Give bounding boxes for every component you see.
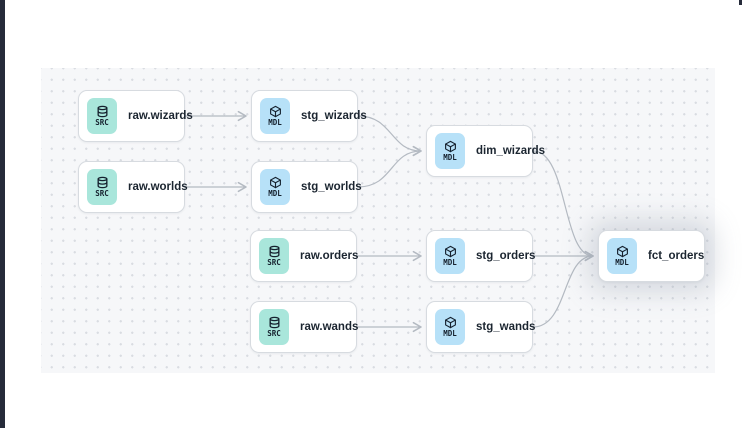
node-label: stg_worlds [301,181,362,193]
node-raw_orders[interactable]: SRC raw.orders [250,230,359,282]
window-left-edge [0,0,5,428]
edge-stg_wizards-to-dim_wizards [357,115,422,157]
badge-label: SRC [267,329,281,339]
badge-label: SRC [95,189,109,199]
cube-icon [269,176,282,189]
badge-label: MDL [443,329,457,339]
cube-icon [444,245,457,258]
edges-layer [185,110,594,333]
mdl-badge: MDL [260,98,290,134]
src-badge: SRC [259,309,289,345]
node-label: raw.wizards [128,110,193,122]
node-label: stg_wizards [301,110,367,122]
node-raw_wands[interactable]: SRC raw.wands [250,301,359,353]
badge-label: MDL [268,189,282,199]
src-badge: SRC [259,238,289,274]
src-badge: SRC [87,98,117,134]
node-label: fct_orders [648,250,705,262]
node-dim_wizards[interactable]: MDL dim_wizards [426,125,545,177]
mdl-badge: MDL [260,169,290,205]
mdl-badge: MDL [435,238,465,274]
mdl-badge: MDL [607,238,637,274]
badge-label: MDL [268,118,282,128]
edge-dim_wizards-to-fct_orders [532,150,594,262]
node-raw_wizards[interactable]: SRC raw.wizards [78,90,193,142]
node-label: raw.orders [300,250,359,262]
database-icon [268,245,281,258]
cube-icon [616,245,629,258]
node-label: stg_wands [476,321,536,333]
edge-stg_worlds-to-dim_wizards [357,145,422,188]
node-label: stg_orders [476,250,536,262]
badge-label: MDL [615,258,629,268]
cube-icon [444,140,457,153]
edge-stg_wands-to-fct_orders [532,250,594,328]
database-icon [96,105,109,118]
badge-label: SRC [267,258,281,268]
mdl-badge: MDL [435,133,465,169]
node-stg_orders[interactable]: MDL stg_orders [426,230,536,282]
node-label: raw.wands [300,321,359,333]
cube-icon [444,316,457,329]
cube-icon [269,105,282,118]
node-raw_worlds[interactable]: SRC raw.worlds [78,161,188,213]
node-label: dim_wizards [476,145,546,157]
database-icon [96,176,109,189]
mdl-badge: MDL [435,309,465,345]
window-corner-speck [739,0,742,5]
node-fct_orders[interactable]: MDL fct_orders [598,230,705,282]
node-stg_wizards[interactable]: MDL stg_wizards [251,90,367,142]
src-badge: SRC [87,169,117,205]
node-label: raw.worlds [128,181,188,193]
node-stg_wands[interactable]: MDL stg_wands [426,301,536,353]
badge-label: SRC [95,118,109,128]
node-stg_worlds[interactable]: MDL stg_worlds [251,161,362,213]
database-icon [268,316,281,329]
badge-label: MDL [443,153,457,163]
badge-label: MDL [443,258,457,268]
